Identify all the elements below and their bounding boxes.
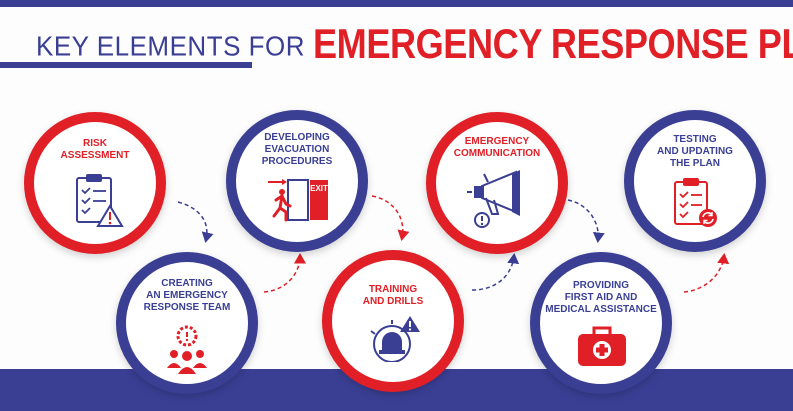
connector-arrow-5	[567, 199, 605, 243]
step-label: DEVELOPING EVACUATION PROCEDURES	[261, 132, 333, 167]
step-ring	[624, 110, 766, 252]
step-first-aid: PROVIDING FIRST AID AND MEDICAL ASSISTAN…	[530, 252, 672, 394]
title-main: EMERGENCY RESPONSE PLAN	[313, 20, 793, 67]
title-prefix: KEY ELEMENTS FOR	[36, 29, 306, 63]
step-label: CREATING AN EMERGENCY RESPONSE TEAM	[143, 278, 231, 313]
step-creating-response-team: CREATING AN EMERGENCY RESPONSE TEAM	[116, 252, 258, 394]
step-label: PROVIDING FIRST AID AND MEDICAL ASSISTAN…	[545, 280, 657, 315]
exit-sign-icon	[268, 179, 328, 222]
megaphone-icon	[467, 170, 520, 228]
step-evacuation-procedures: DEVELOPING EVACUATION PROCEDURES EXIT	[226, 110, 368, 252]
step-emergency-communication: EMERGENCY COMMUNICATION	[426, 112, 568, 254]
step-risk-assessment: RISK ASSESSMENT	[24, 112, 166, 254]
connector-arrow-2	[263, 253, 306, 293]
step-testing-updating: TESTING AND UPDATING THE PLAN	[624, 110, 766, 252]
clipboard-warning-icon	[76, 174, 124, 227]
step-label: EMERGENCY COMMUNICATION	[453, 136, 541, 159]
top-bar	[0, 0, 793, 7]
connector-arrow-3	[371, 195, 410, 241]
connector-arrow-4	[471, 253, 520, 291]
step-label: TRAINING AND DRILLS	[362, 284, 424, 307]
connector-arrow-1	[177, 201, 214, 243]
exit-sign-text: EXIT	[310, 184, 328, 193]
first-aid-kit-icon	[578, 326, 626, 366]
step-label: RISK ASSESSMENT	[60, 138, 130, 161]
step-ring	[226, 110, 368, 252]
step-training-drills: TRAINING AND DRILLS	[322, 250, 464, 392]
title-underline	[0, 62, 252, 68]
alarm-siren-icon	[370, 316, 420, 362]
step-label: TESTING AND UPDATING THE PLAN	[657, 134, 733, 169]
connector-arrow-6	[683, 253, 730, 293]
step-ring	[530, 252, 672, 394]
clipboard-update-icon	[674, 178, 717, 227]
team-gear-icon	[167, 325, 207, 374]
